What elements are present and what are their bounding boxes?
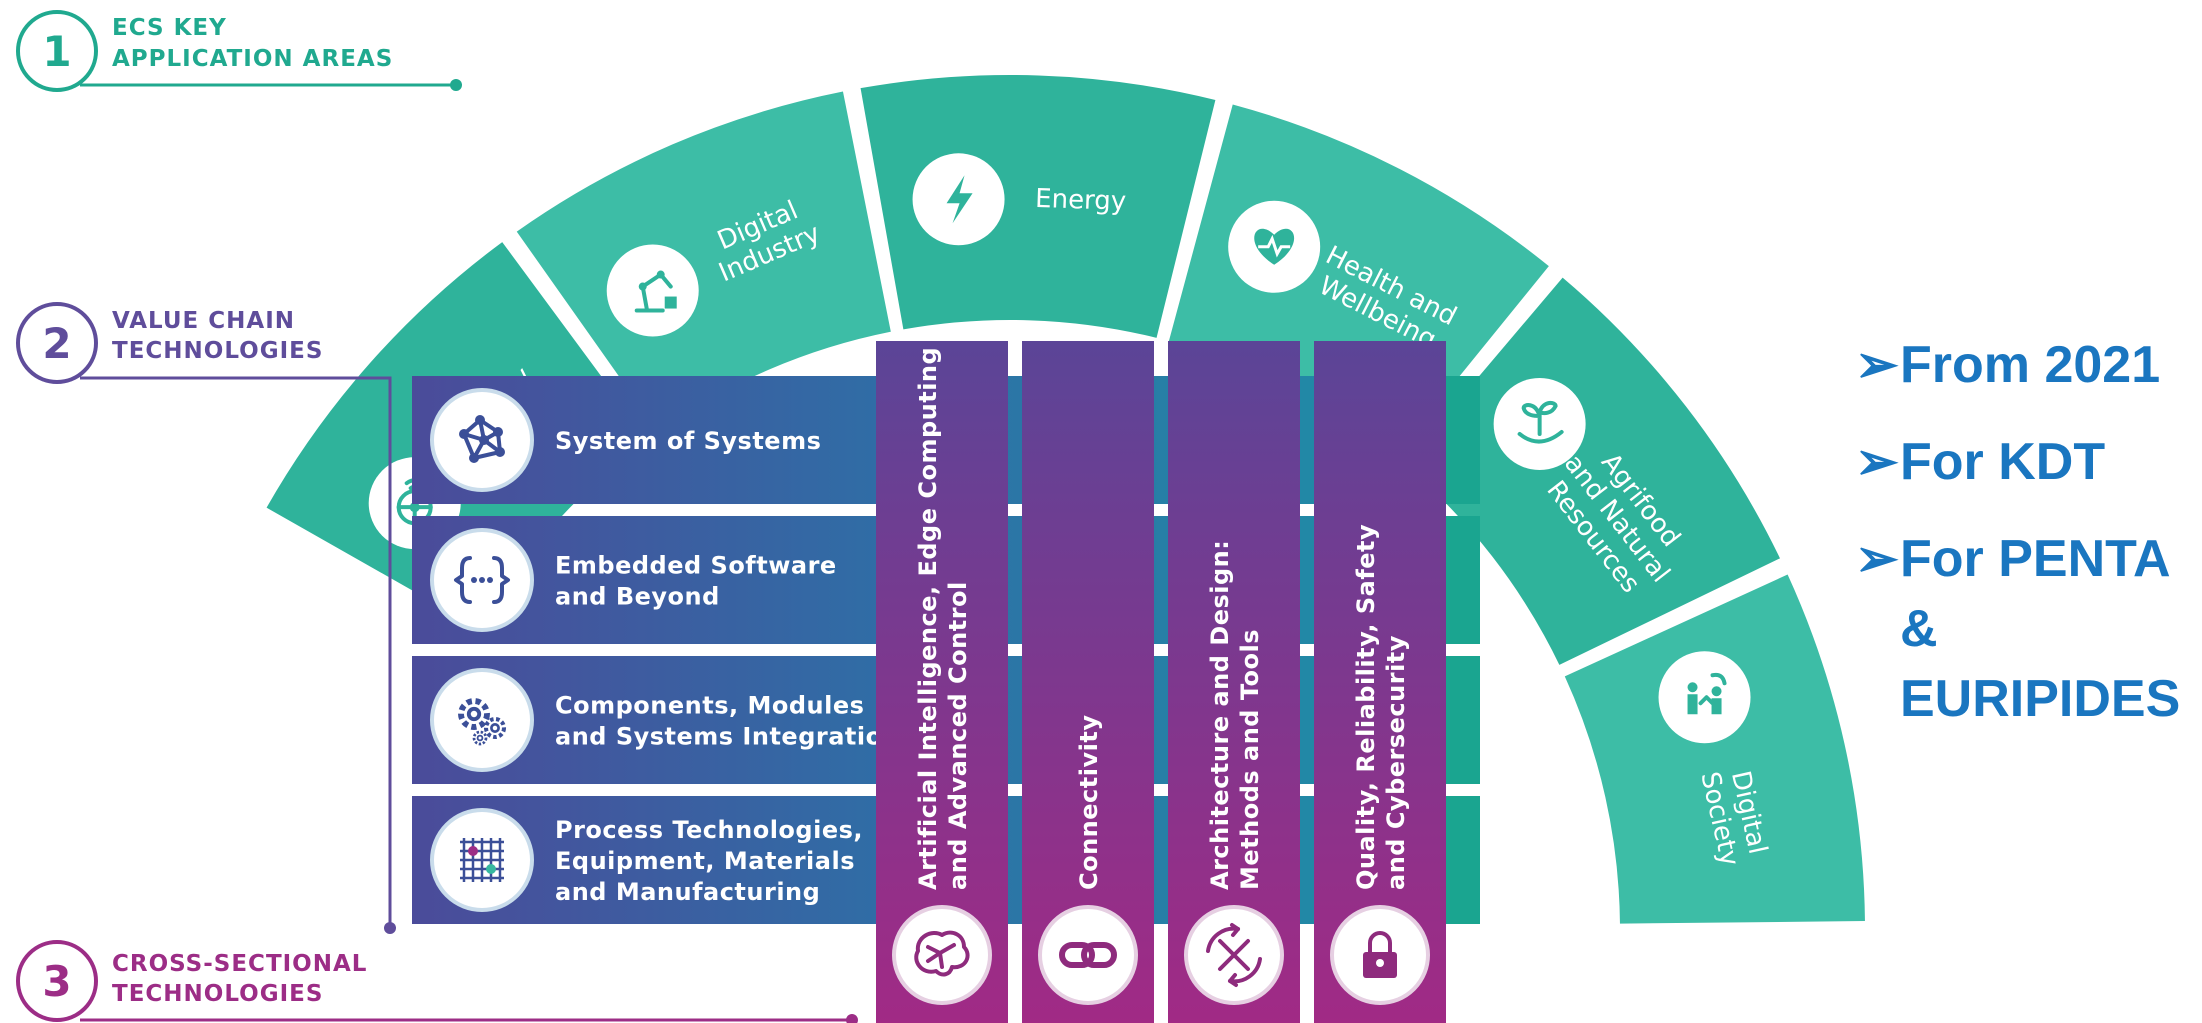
side-bullet-2: ➢ For KDT [1855,427,2180,497]
application-area-band [860,74,1216,338]
side-bullets: ➢ From 2021 ➢ For KDT ➢ For PENTA & EURI… [1855,330,2180,734]
cross-sectional-label: Architecture and Design: [1206,540,1234,890]
bullet-arrow-icon: ➢ [1855,530,1899,588]
value-chain-label: Embedded Software [555,552,837,580]
section2-header: 2 VALUE CHAIN TECHNOLOGIES [16,302,396,934]
code-braces-icon [454,556,510,604]
bullet-arrow-icon: ➢ [1855,433,1899,491]
bullet-arrow-icon: ➢ [1855,336,1899,394]
side-bullet-text: & [1900,600,1938,658]
cross-sectional-icon-badge [1038,905,1138,1005]
section1-rule-dot [450,79,462,91]
value-chain-row-end [1440,656,1480,784]
section1-number: 1 [42,27,71,76]
cross-sectional-label: and Advanced Control [944,581,972,890]
network-icon [459,415,505,463]
application-area-band [1404,277,1780,665]
section3-title-line1: CROSS-SECTIONAL [112,951,367,977]
section2-number-circle [16,302,98,384]
lightning-icon [946,175,973,224]
value-chain-row-end [1440,516,1480,644]
value-chain-label: and Beyond [555,583,720,611]
section2-title-line2: TECHNOLOGIES [112,338,323,364]
section1-title-line1: ECS KEY [112,15,227,41]
value-chain-row-end [1440,796,1480,924]
chain-link-icon [1059,942,1117,968]
cross-sectional-label: Quality, Reliability, Safety [1352,524,1380,890]
value-chain-label: and Systems Integration [555,723,900,751]
side-bullet-text: For KDT [1900,433,2106,491]
value-chain-icon-badge [430,668,534,772]
section3-rule-dot [846,1014,858,1023]
cross-sectional-column: Architecture and Design:Methods and Tool… [1168,341,1300,1023]
application-area-band [1564,574,1865,924]
section2-number: 2 [42,319,71,368]
brain-icon [914,930,970,977]
section2-rule-dot [384,922,396,934]
side-bullet-text: From 2021 [1900,336,2161,394]
section2-rule [80,376,392,928]
cross-sectional-column: Connectivity [1022,341,1154,1023]
section3-number: 3 [42,957,71,1006]
side-bullet-text: For PENTA [1900,530,2171,588]
robot-arm-icon [634,270,677,313]
side-bullet-text: EURIPIDES [1900,670,2181,728]
section3-title-line2: TECHNOLOGIES [112,981,323,1007]
section3-header: 3 CROSS-SECTIONAL TECHNOLOGIES [16,940,858,1023]
plant-hand-icon [1517,400,1564,444]
cross-sectional-label: and Cybersecurity [1382,635,1410,890]
side-bullet-1: ➢ From 2021 [1855,330,2180,400]
cross-sectional-label: Artificial Intelligence, Edge Computing [914,347,942,890]
value-chain-label: Process Technologies, [555,816,863,844]
value-chain-label: System of Systems [555,427,821,455]
application-area-icon-badge [606,244,699,337]
section3-number-circle [16,940,98,1022]
application-area-band [516,91,891,432]
gears-icon [458,698,507,746]
cross-sectional-label: Connectivity [1075,715,1103,890]
section2-title-line1: VALUE CHAIN [112,308,295,334]
section1-header: 1 ECS KEY APPLICATION AREAS [16,10,462,92]
chip-grid-icon [460,838,504,882]
tools-icon [1206,923,1262,987]
application-area-segment: Energy [860,74,1216,338]
padlock-icon [1363,931,1397,978]
section1-title-line2: APPLICATION AREAS [112,46,393,72]
section1-number-circle [16,10,98,92]
application-area-label: Energy [1035,184,1127,217]
value-chain-label: Equipment, Materials [555,847,855,875]
value-chain-row-end [1440,376,1480,504]
heart-icon [1254,228,1295,265]
value-chain-label: and Manufacturing [555,878,820,906]
value-chain-label: Components, Modules [555,692,864,720]
cross-sectional-label: Methods and Tools [1236,629,1264,890]
community-icon [1687,672,1727,715]
side-bullet-3: ➢ For PENTA & EURIPIDES [1855,524,2180,734]
